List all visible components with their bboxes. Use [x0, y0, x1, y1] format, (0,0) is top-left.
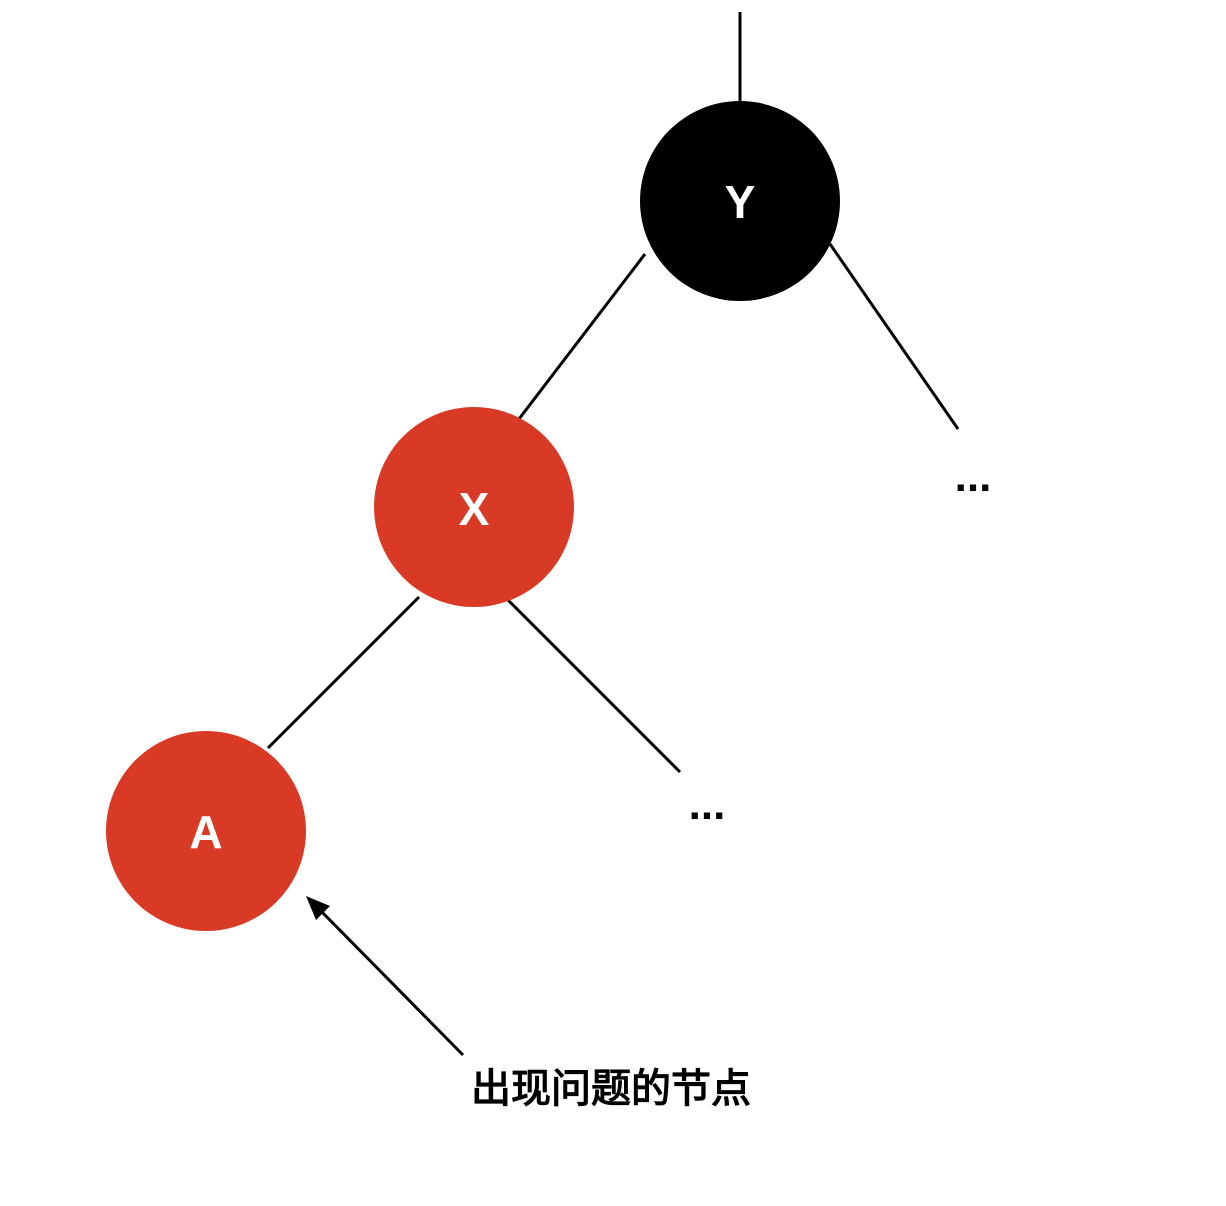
edge-y-to-x [517, 253, 647, 420]
y-right-subtree-ellipsis: ... [955, 452, 992, 501]
annotation-arrow [306, 896, 465, 1057]
node-x-label: X [459, 483, 490, 535]
node-y-circle [640, 101, 840, 301]
edge-y-to-right-subtree [828, 243, 960, 430]
edge-x-to-a [266, 595, 421, 750]
annotation-arrowhead [306, 896, 330, 920]
edge-x-to-right-subtree [506, 598, 682, 774]
node-y-label: Y [725, 176, 756, 228]
annotation-arrow-shaft [316, 906, 465, 1057]
annotation-label: 出现问题的节点 [471, 1066, 751, 1112]
node-x-circle [374, 407, 574, 607]
x-right-subtree-ellipsis: ... [689, 780, 726, 829]
node-a-circle [106, 731, 306, 931]
node-a: A [106, 731, 306, 931]
node-x: X [374, 407, 574, 607]
node-y: Y [640, 101, 840, 301]
node-a-label: A [189, 806, 222, 858]
